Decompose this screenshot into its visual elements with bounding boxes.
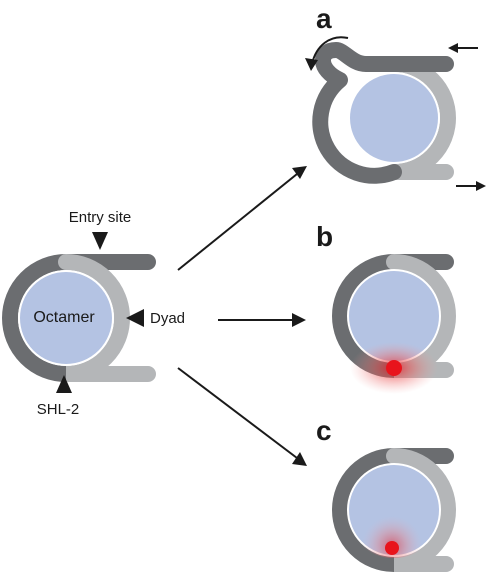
arrow-to-c xyxy=(177,367,298,459)
panel-b: b xyxy=(316,221,456,394)
arrow-to-c-head xyxy=(292,452,307,466)
dna-in-arrow-head xyxy=(448,43,458,53)
panel-a-letter: a xyxy=(316,3,332,34)
dna-light-strand xyxy=(58,254,156,382)
panel-c-hotspot xyxy=(385,541,399,555)
panel-b-letter: b xyxy=(316,221,333,252)
panel-b-hotspot xyxy=(386,360,402,376)
rotation-arrow-head xyxy=(305,58,318,71)
shl2-marker xyxy=(56,375,72,393)
dyad-marker xyxy=(126,309,144,327)
nucleosome-initial: Octamer Entry site Dyad SHL-2 xyxy=(2,209,185,418)
octamer-label: Octamer xyxy=(33,309,95,326)
entry-site-label: Entry site xyxy=(69,209,132,226)
shl2-label: SHL-2 xyxy=(37,401,80,418)
arrow-to-b-head xyxy=(292,313,306,327)
panel-a-octamer xyxy=(348,72,440,164)
panel-c-dna-dark xyxy=(332,448,454,572)
panel-c: c xyxy=(316,415,456,572)
entry-site-marker xyxy=(92,232,108,250)
panel-c-letter: c xyxy=(316,415,332,446)
histone-octamer xyxy=(18,270,114,366)
panel-a: a xyxy=(305,3,486,191)
dyad-label: Dyad xyxy=(150,310,185,327)
transition-arrows xyxy=(177,166,307,466)
panel-c-dna-light xyxy=(386,448,456,572)
arrow-to-a xyxy=(177,173,298,271)
arrow-to-a-head xyxy=(292,166,307,179)
panel-a-dna-dark xyxy=(312,42,454,184)
dna-dark-strand xyxy=(2,254,156,382)
dna-out-arrow-head xyxy=(476,181,486,191)
